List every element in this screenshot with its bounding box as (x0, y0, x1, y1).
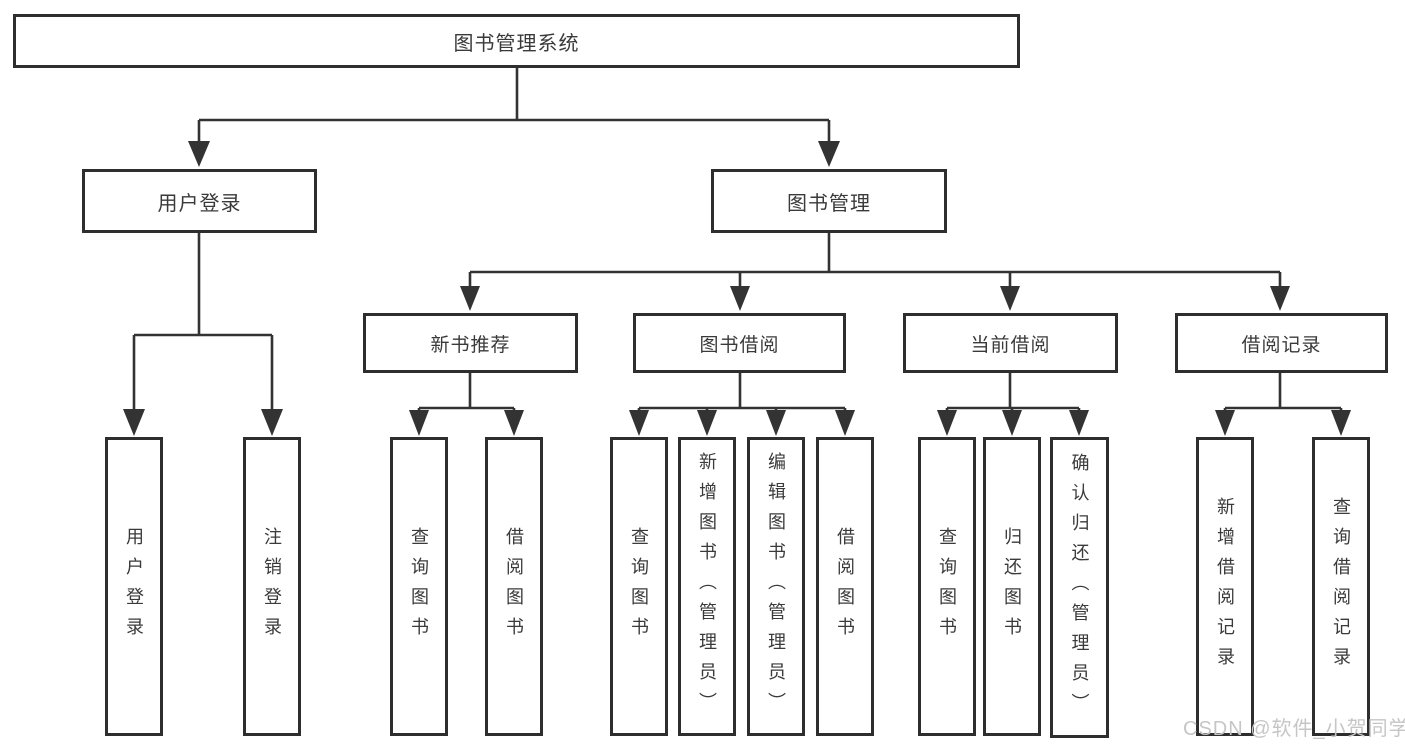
leaf-logout: 注销登录 (243, 437, 301, 736)
node-label: 用户登录 (124, 526, 144, 647)
leaf-user-login: 用户登录 (105, 437, 163, 736)
leaf-borrow-books: 借阅图书 (816, 437, 874, 736)
leaf-query-borrow-record: 查询借阅记录 (1312, 437, 1370, 736)
node-library-management-system: 图书管理系统 (13, 14, 1020, 68)
node-label: 借阅记录 (1241, 334, 1322, 356)
node-label: 借阅图书 (835, 526, 855, 647)
node-label: 用户登录 (157, 192, 242, 215)
node-label: 借阅图书 (504, 526, 524, 647)
node-label: 归还图书 (1002, 526, 1022, 647)
node-label: 查询图书 (409, 526, 429, 647)
leaf-query-books-borrowing: 查询图书 (610, 437, 668, 736)
leaf-return-books: 归还图书 (983, 437, 1041, 736)
node-book-borrowing: 图书借阅 (633, 313, 846, 373)
node-label: 新书推荐 (430, 334, 511, 356)
node-label: 查询借阅记录 (1331, 496, 1351, 677)
node-label: 注销登录 (262, 526, 282, 647)
leaf-add-borrow-record: 新增借阅记录 (1196, 437, 1254, 736)
node-new-book-recommendation: 新书推荐 (363, 313, 578, 373)
node-label: 新增图书（管理员） (697, 451, 717, 722)
node-label: 编辑图书（管理员） (766, 451, 786, 722)
leaf-edit-books-admin: 编辑图书（管理员） (747, 437, 805, 736)
node-current-borrowing: 当前借阅 (903, 313, 1118, 373)
leaf-confirm-return-admin: 确认归还（管理员） (1050, 437, 1109, 738)
arrowheads (123, 141, 1351, 436)
node-user-login: 用户登录 (82, 169, 317, 233)
leaf-query-books-recommend: 查询图书 (390, 437, 448, 736)
node-book-management: 图书管理 (711, 169, 947, 233)
node-label: 查询图书 (937, 526, 957, 647)
node-label: 确认归还（管理员） (1069, 452, 1090, 723)
node-label: 图书管理系统 (453, 32, 580, 55)
node-label: 查询图书 (629, 526, 649, 647)
leaf-borrow-books-recommend: 借阅图书 (485, 437, 543, 736)
csdn-watermark: CSDN @软件_小贺同学 (1183, 718, 1405, 740)
node-label: 新增借阅记录 (1215, 496, 1235, 677)
node-label: 当前借阅 (970, 334, 1051, 356)
leaf-add-books-admin: 新增图书（管理员） (678, 437, 736, 736)
node-label: 图书管理 (787, 192, 871, 215)
node-borrowing-records: 借阅记录 (1175, 313, 1388, 373)
leaf-query-books-current: 查询图书 (918, 437, 976, 736)
node-label: 图书借阅 (699, 334, 780, 356)
